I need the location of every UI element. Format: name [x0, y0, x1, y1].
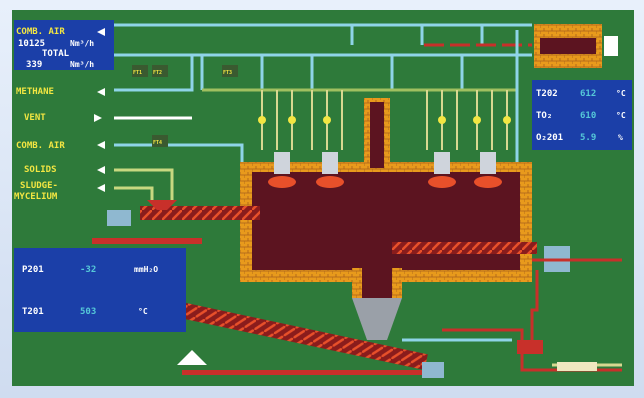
p201-value: -32 [80, 265, 96, 275]
o2-unit: % [618, 133, 623, 142]
to-value: 610 [580, 111, 596, 121]
t201-label: T201 [22, 307, 44, 317]
scada-screen: COMB. AIR 10125 Nm³/h TOTAL 339 Nm³/h ME… [12, 10, 634, 386]
tag-ft4: FT4 [153, 140, 162, 146]
p201-label: P201 [22, 265, 44, 275]
p201-unit: mmH₂O [134, 265, 158, 274]
temperature-panel [532, 80, 632, 150]
total-value: 339 [26, 60, 42, 70]
tag-ft3: FT3 [223, 70, 232, 76]
t201-unit: °C [138, 307, 148, 316]
conveyor-motor[interactable] [422, 362, 444, 378]
pressure-temp-panel [14, 248, 186, 332]
process-diagram: COMB. AIR 10125 Nm³/h TOTAL 339 Nm³/h ME… [14, 20, 632, 378]
feed-hopper [147, 200, 177, 210]
t201-value: 503 [80, 307, 96, 317]
flow-unit: Nm³/h [70, 39, 94, 48]
t202-value: 612 [580, 89, 596, 99]
to-unit: °C [616, 111, 626, 120]
tag-ft1: FT1 [133, 70, 142, 76]
t202-unit: °C [616, 89, 626, 98]
flow-value: 10125 [18, 39, 45, 49]
mycelium-label: MYCELIUM [14, 192, 58, 202]
vent-label: VENT [24, 113, 46, 123]
top-pipes [114, 23, 532, 252]
flow-arrows [94, 28, 105, 192]
stack-outlet [604, 36, 618, 56]
flow-tag-boxes [132, 65, 238, 147]
inline-filter [557, 362, 597, 371]
burners [268, 176, 502, 188]
sludge-label: SLUDGE- [20, 181, 58, 191]
discharge-screw [392, 242, 537, 254]
heat-exchanger [517, 340, 543, 354]
comb-air-label: COMB. AIR [16, 27, 65, 37]
comb-air2-label: COMB. AIR [16, 141, 65, 151]
feed-base [92, 238, 202, 244]
solids-label: SOLIDS [24, 165, 57, 175]
burner-housings [274, 152, 496, 174]
methane-label: METHANE [16, 87, 54, 97]
comb-air-flow-panel [14, 20, 114, 70]
conveyor-base [182, 370, 422, 375]
total-label: TOTAL [42, 49, 70, 59]
tag-ft2: FT2 [153, 70, 162, 76]
to-label: TO₂ [536, 111, 552, 121]
total-unit: Nm³/h [70, 60, 94, 69]
feed-screw [140, 206, 260, 220]
furnace [240, 98, 532, 340]
ash-conveyor [179, 302, 428, 371]
o2-value: 5.9 [580, 133, 596, 143]
o2-label: O₂201 [536, 133, 563, 143]
t202-label: T202 [536, 89, 558, 99]
burner-valves[interactable] [258, 116, 511, 124]
feed-motor[interactable] [107, 210, 131, 226]
ash-pile-icon [177, 350, 207, 365]
